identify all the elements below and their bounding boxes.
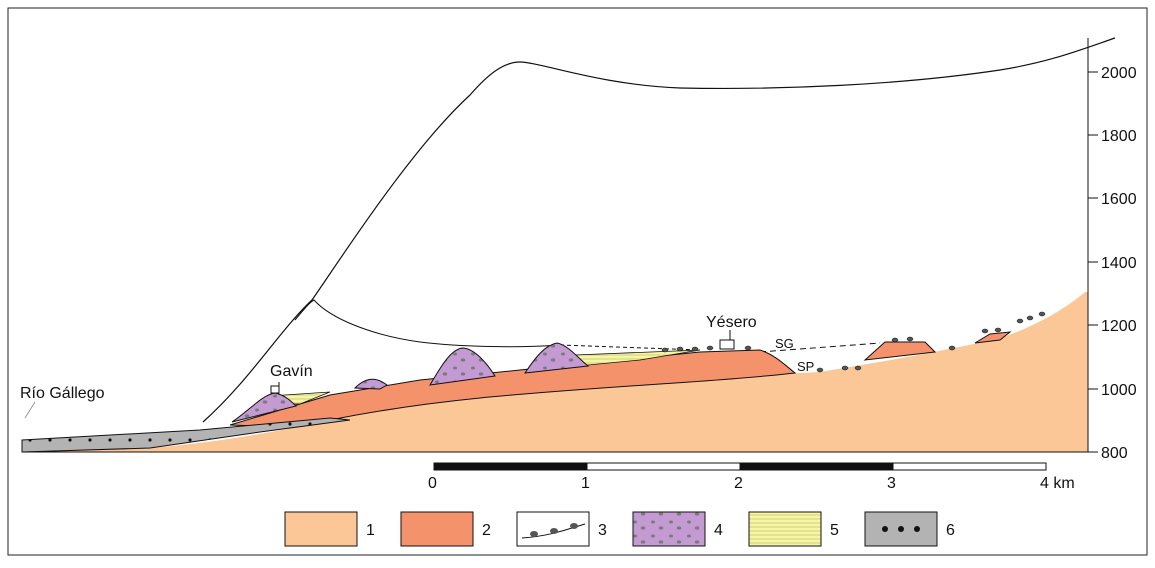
unit-6-river-deposit — [21, 417, 351, 453]
legend-label-4: 4 — [714, 522, 723, 539]
elevation-tick-label: 1400 — [1101, 255, 1137, 272]
legend: 1 2 3 4 5 6 — [284, 511, 955, 547]
elevation-tick-label: 1600 — [1101, 191, 1137, 208]
legend-swatch-4 — [632, 511, 706, 547]
scale-tick-label: 2 — [734, 475, 743, 492]
unit-1-body — [22, 292, 1088, 452]
label-gavin: Gavín — [270, 363, 313, 380]
legend-6-dot — [882, 526, 888, 532]
legend-3-boulder — [570, 523, 578, 529]
yesero-village-icon — [719, 330, 735, 350]
label-sg: SG — [775, 336, 794, 351]
scale-tick-label: 0 — [428, 475, 437, 492]
elevation-tick-label: 800 — [1101, 445, 1128, 462]
legend-6-dot — [898, 526, 904, 532]
unit-4-small — [353, 378, 388, 390]
scale-bar — [433, 462, 1047, 471]
scale-tick-label: 3 — [887, 475, 896, 492]
legend-label-5: 5 — [830, 522, 839, 539]
elevation-tick-label: 1200 — [1101, 318, 1137, 335]
legend-label-1: 1 — [366, 522, 375, 539]
elevation-tick-label: 1800 — [1101, 128, 1137, 145]
legend-swatch-5 — [748, 511, 822, 547]
legend-6-dot — [914, 526, 920, 532]
unit-2-outcrop-far-east — [974, 331, 1012, 344]
label-yesero: Yésero — [706, 314, 757, 331]
elevation-tick-label: 2000 — [1101, 65, 1137, 82]
legend-label-3: 3 — [598, 522, 607, 539]
dashed-projection-left — [559, 344, 701, 351]
scale-tick-label: 4 km — [1040, 475, 1075, 492]
legend-swatch-2 — [400, 511, 474, 547]
label-sp: SP — [797, 359, 814, 374]
legend-3-boulder — [550, 528, 558, 534]
legend-label-2: 2 — [482, 522, 491, 539]
legend-swatch-1 — [284, 511, 358, 547]
river-leader-line — [24, 401, 36, 419]
elevation-axis-ticks — [1088, 71, 1098, 453]
unit-3-boulders — [661, 311, 1046, 373]
unit-2-outcrop-east — [863, 341, 937, 361]
unit-2-body — [229, 349, 797, 427]
frame-border — [7, 7, 1148, 556]
dashed-projection-right — [759, 342, 881, 353]
gavin-village-icon — [270, 382, 280, 394]
unit-4-middle — [429, 347, 496, 386]
legend-3-boulder — [530, 531, 538, 537]
scale-tick-label: 1 — [581, 475, 590, 492]
label-rio-gallego: Río Gállego — [20, 385, 105, 402]
legend-label-6: 6 — [946, 522, 955, 539]
mountain-profile-line — [202, 37, 1116, 423]
unit-4-east — [523, 342, 590, 374]
elevation-tick-label: 1000 — [1101, 382, 1137, 399]
valley-profile-line — [294, 299, 561, 348]
